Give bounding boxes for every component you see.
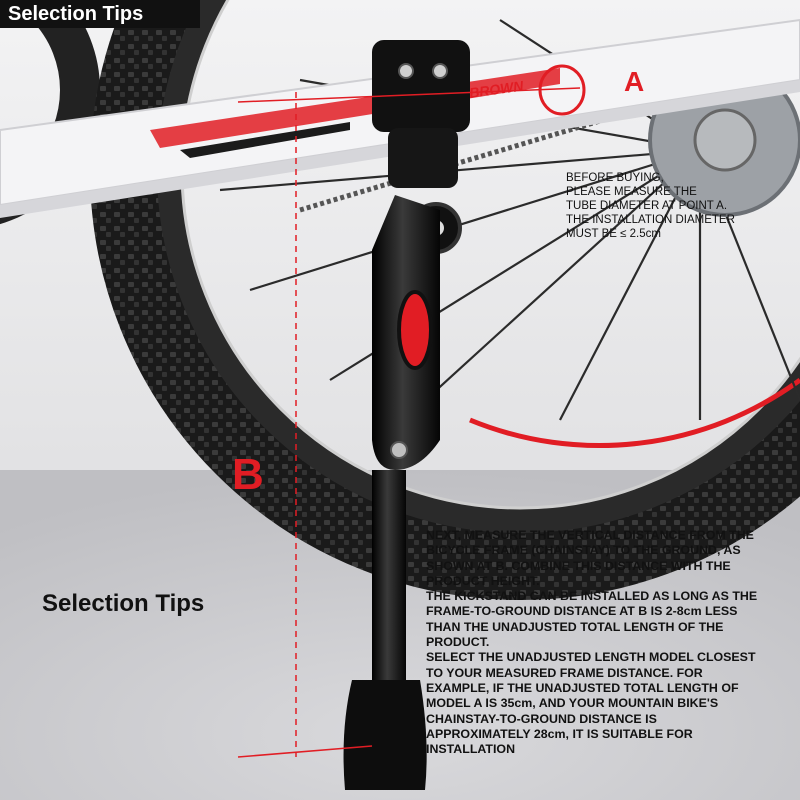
- left-wheel: [0, 0, 100, 225]
- note-b-line: NEXT, MEASURE THE VERTICAL DISTANCE FROM…: [426, 528, 754, 542]
- note-a-line: MUST BE ≤ 2.5cm: [566, 228, 661, 240]
- top-banner: Selection Tips: [0, 0, 200, 28]
- note-b-line: CHAINSTAY-TO-GROUND DISTANCE IS: [426, 711, 657, 726]
- note-b-line: FRAME-TO-GROUND DISTANCE AT B IS 2-8cm L…: [426, 604, 738, 619]
- note-b-line: MODEL A IS 35cm, AND YOUR MOUNTAIN BIKE'…: [426, 696, 719, 711]
- frame-brand-text: BROWN: [468, 77, 525, 101]
- note-a: BEFORE BUYING, PLEASE MEASURE THE TUBE D…: [566, 171, 796, 241]
- note-b-line: BICYCLE FRAME (CHAINSTAY) TO THE GROUND,…: [426, 543, 741, 558]
- note-b-line: TO YOUR MEASURED FRAME DISTANCE. FOR: [426, 665, 703, 680]
- note-b-line: THAN THE UNADJUSTED TOTAL LENGTH OF THE: [426, 619, 724, 634]
- note-b-line: APPROXIMATELY 28cm, IT IS SUITABLE FOR: [426, 726, 693, 741]
- point-a-marker: [538, 64, 586, 116]
- note-b-line: INSTALLATION: [426, 742, 516, 757]
- note-a-line: THE INSTALLATION DIAMETER: [566, 214, 735, 226]
- note-a-line: BEFORE BUYING,: [566, 172, 664, 184]
- note-b-line: PRODUCT.: [426, 635, 490, 650]
- point-b-label: B: [232, 450, 264, 499]
- selection-tips-title: Selection Tips: [42, 590, 205, 617]
- note-a-line: TUBE DIAMETER AT POINT A.: [566, 200, 728, 212]
- note-b-line: SHOWN AT B. COMBINE THIS DISTANCE WITH T…: [426, 558, 731, 573]
- note-a-line: PLEASE MEASURE THE: [566, 186, 697, 198]
- note-b-line: SELECT THE UNADJUSTED LENGTH MODEL CLOSE…: [426, 650, 756, 665]
- note-b-line: PRODUCT HEIGHT.: [426, 573, 540, 588]
- note-b-line: THE KICKSTAND CAN BE INSTALLED AS LONG A…: [426, 589, 758, 604]
- measure-lines: [237, 64, 586, 758]
- kickstand: [343, 40, 470, 790]
- note-b: NEXT, MEASURE THE VERTICAL DISTANCE FROM…: [426, 528, 798, 757]
- note-b-line: EXAMPLE, IF THE UNADJUSTED TOTAL LENGTH …: [426, 680, 739, 695]
- point-a-label: A: [624, 66, 645, 97]
